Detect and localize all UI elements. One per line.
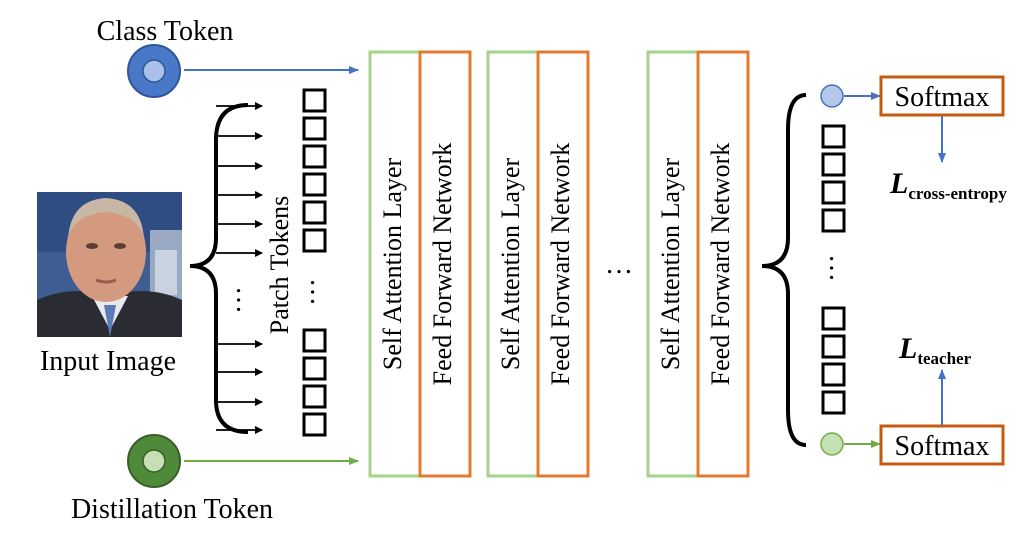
class-token-label: Class Token [97, 16, 234, 47]
softmax-bottom: Softmax [879, 424, 1005, 466]
input-image-label: Input Image [40, 346, 176, 377]
self-attention-label-1: Self Attention Layer [378, 158, 407, 371]
output-squares-ellipsis: … [809, 254, 840, 282]
patch-token-squares [302, 88, 327, 437]
loss-teacher: Lteacher [898, 332, 972, 368]
softmax-top: Softmax [879, 75, 1005, 117]
input-image [37, 192, 182, 337]
output-class-token [820, 84, 844, 108]
softmax-top-label: Softmax [895, 82, 990, 113]
patch-squares-ellipsis: … [290, 278, 321, 306]
transformer-block-1: Self Attention Layer Feed Forward Networ… [368, 50, 472, 478]
distillation-token-circle [127, 434, 181, 488]
output-distillation-token [820, 432, 844, 456]
class-token-circle [127, 44, 181, 98]
patch-arrows-ellipsis: … [216, 286, 247, 314]
transformer-block-2: Self Attention Layer Feed Forward Networ… [486, 50, 590, 478]
patch-arrows [216, 102, 263, 434]
input-brace [189, 103, 249, 434]
output-brace [761, 93, 807, 447]
feed-forward-label-n: Feed Forward Network [706, 143, 735, 386]
feed-forward-network-n [696, 50, 750, 478]
output-patch-squares [821, 124, 846, 415]
blocks-ellipsis: … [605, 249, 633, 280]
feed-forward-label-1: Feed Forward Network [428, 143, 457, 386]
feed-forward-label-2: Feed Forward Network [546, 143, 575, 386]
feed-forward-network-1 [418, 50, 472, 478]
feed-forward-network-2 [536, 50, 590, 478]
patch-tokens-label: Patch Tokens [265, 196, 294, 335]
softmax-bottom-label: Softmax [895, 431, 990, 462]
transformer-block-n: Self Attention Layer Feed Forward Networ… [646, 50, 750, 478]
self-attention-label-2: Self Attention Layer [496, 158, 525, 371]
loss-cross-entropy: Lcross-entropy [889, 167, 1007, 203]
distillation-token-label: Distillation Token [71, 494, 273, 525]
self-attention-label-n: Self Attention Layer [656, 158, 685, 371]
